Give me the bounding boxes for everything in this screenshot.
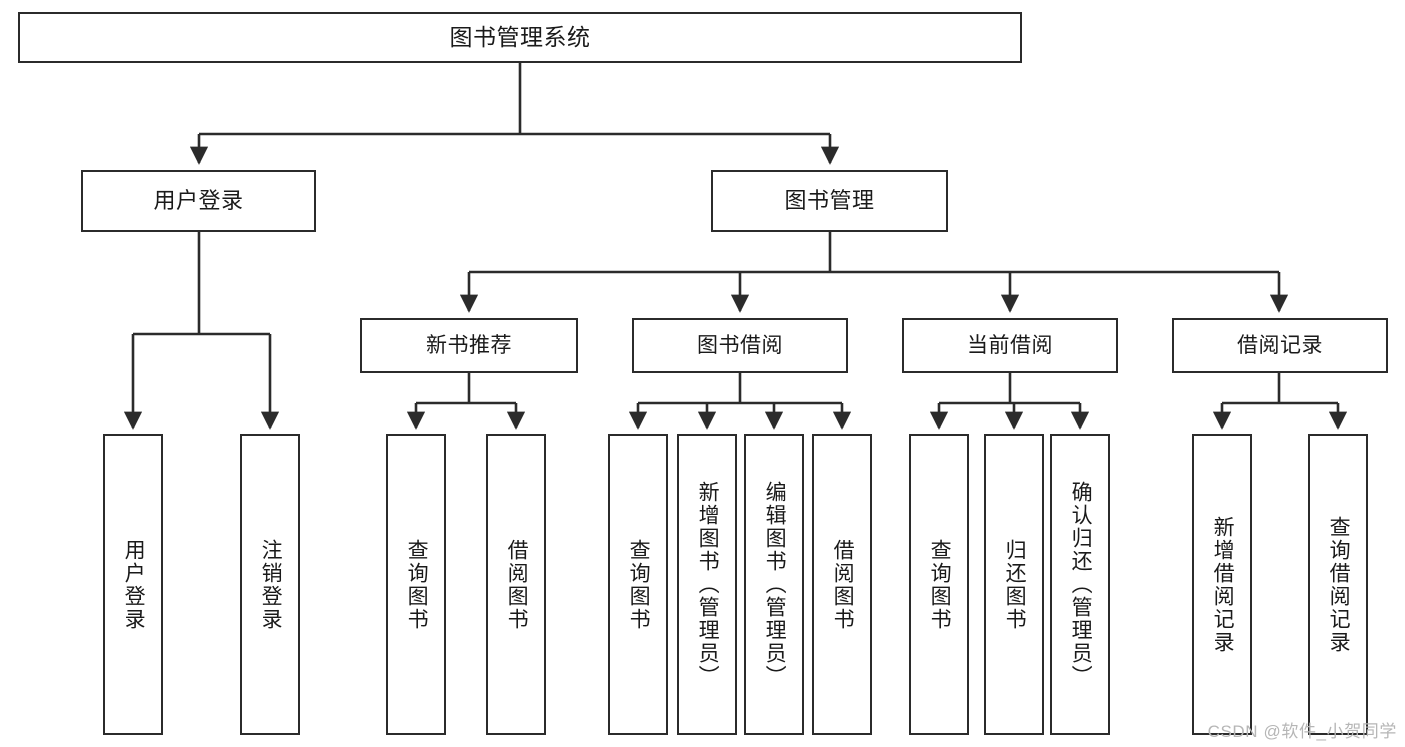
node-label: 查询借阅记录 <box>1327 515 1351 654</box>
node-leaf-edit-book-admin[interactable]: 编辑图书（管理员） <box>744 434 804 735</box>
node-leaf-return-book[interactable]: 归还图书 <box>984 434 1044 735</box>
node-label: 图书管理系统 <box>449 23 591 50</box>
node-leaf-confirm-return-admin[interactable]: 确认归还（管理员） <box>1050 434 1110 735</box>
node-leaf-query-book-borrow[interactable]: 查询图书 <box>608 434 668 735</box>
node-leaf-borrow-book-recommend[interactable]: 借阅图书 <box>486 434 546 735</box>
node-current-borrow[interactable]: 当前借阅 <box>902 318 1118 373</box>
node-label: 查询图书 <box>405 538 429 631</box>
node-book-management[interactable]: 图书管理 <box>711 170 948 232</box>
node-label: 归还图书 <box>1003 538 1027 631</box>
node-label: 借阅图书 <box>505 538 529 631</box>
node-label: 用户登录 <box>153 187 244 213</box>
node-label: 用户登录 <box>122 538 146 631</box>
node-label: 借阅记录 <box>1237 333 1323 357</box>
node-user-login[interactable]: 用户登录 <box>81 170 316 232</box>
node-label: 新增借阅记录 <box>1211 515 1235 654</box>
node-label: 图书管理 <box>784 187 875 213</box>
node-leaf-user-login[interactable]: 用户登录 <box>103 434 163 735</box>
node-label: 确认归还（管理员） <box>1069 481 1093 688</box>
node-leaf-logout[interactable]: 注销登录 <box>240 434 300 735</box>
node-leaf-add-book-admin[interactable]: 新增图书（管理员） <box>677 434 737 735</box>
node-label: 新书推荐 <box>426 333 512 357</box>
node-label: 新增图书（管理员） <box>696 481 720 688</box>
node-label: 当前借阅 <box>967 333 1053 357</box>
node-label: 编辑图书（管理员） <box>763 481 787 688</box>
node-label: 图书借阅 <box>697 333 783 357</box>
node-leaf-query-book-current[interactable]: 查询图书 <box>909 434 969 735</box>
node-book-borrow[interactable]: 图书借阅 <box>632 318 848 373</box>
node-leaf-add-borrow-record[interactable]: 新增借阅记录 <box>1192 434 1252 735</box>
node-label: 借阅图书 <box>831 538 855 631</box>
node-new-book-recommend[interactable]: 新书推荐 <box>360 318 578 373</box>
node-label: 查询图书 <box>928 538 952 631</box>
node-book-management-system[interactable]: 图书管理系统 <box>18 12 1022 63</box>
node-borrow-record[interactable]: 借阅记录 <box>1172 318 1388 373</box>
node-leaf-query-book-recommend[interactable]: 查询图书 <box>386 434 446 735</box>
node-label: 注销登录 <box>259 538 283 631</box>
node-label: 查询图书 <box>627 538 651 631</box>
node-leaf-borrow-book[interactable]: 借阅图书 <box>812 434 872 735</box>
node-leaf-query-borrow-record[interactable]: 查询借阅记录 <box>1308 434 1368 735</box>
